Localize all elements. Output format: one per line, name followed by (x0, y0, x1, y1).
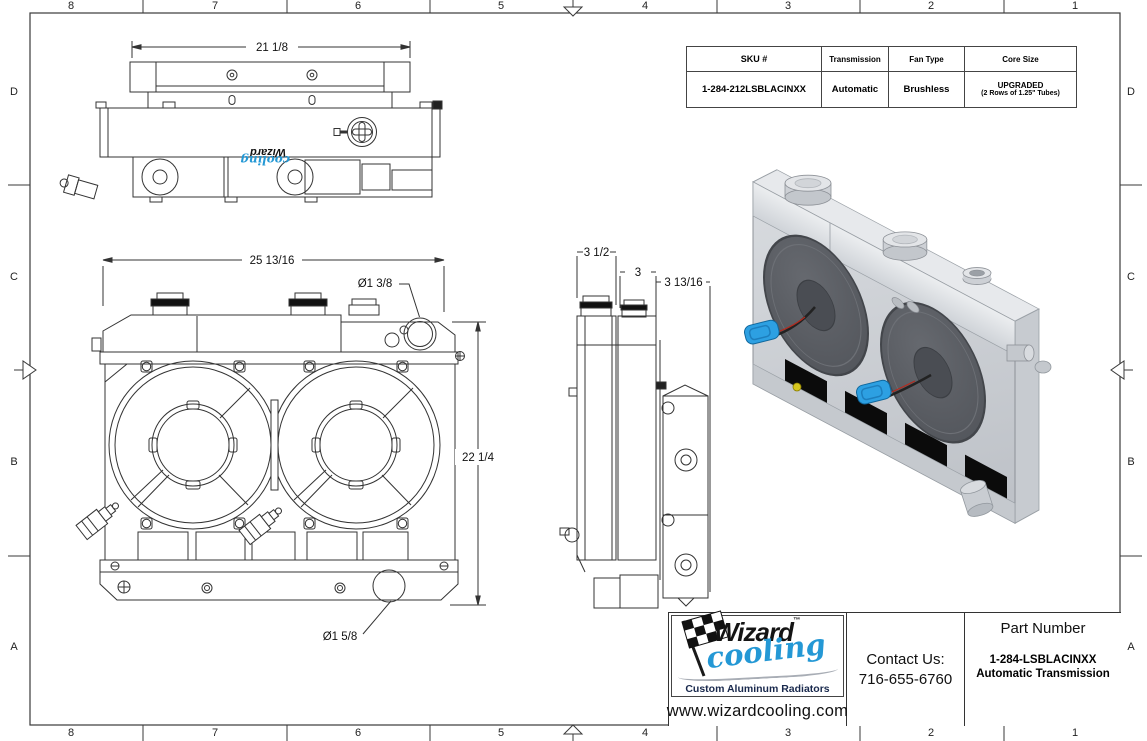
part-number-value: 1-284-LSBLACINXX (989, 654, 1097, 666)
zone-row-right: A (1127, 641, 1135, 653)
zone-row-right: C (1127, 271, 1135, 283)
dim-front-width: 25 13/16 (250, 255, 295, 267)
fan-left-render (763, 234, 869, 377)
side-view-drawing: 3 1/2 3 3 13/16 (559, 247, 711, 609)
spec-header-core-size: Core Size (964, 47, 1076, 71)
spec-value-sku: 1-284-212LSBLACINXX (687, 71, 821, 107)
drain-plug (792, 382, 802, 392)
svg-text:Wizard: Wizard (250, 146, 286, 158)
outlet-tube (960, 480, 994, 517)
zone-col-bottom: 4 (641, 727, 649, 739)
title-block-logo-cell: Wizard™ cooling Custom Aluminum Radiator… (666, 610, 849, 726)
dim-top-width: 21 1/8 (256, 42, 288, 54)
zone-col-top: 6 (354, 0, 362, 12)
part-number-sub: Automatic Transmission (976, 668, 1110, 680)
fan-connector-left (743, 306, 816, 345)
top-view-drawing: 21 1/8 Wizard cooling (59, 41, 443, 203)
filler-neck (962, 267, 992, 285)
fan-connector-right (855, 373, 932, 405)
brand-tagline: Custom Aluminum Radiators (685, 683, 830, 695)
brand-name: Wizard™ (714, 617, 800, 647)
front-view-drawing: 25 13/16 Ø1 3/8 22 1/4 Ø1 5/8 (75, 255, 501, 643)
radiator-cap-left (784, 174, 832, 206)
wizard-cooling-logo: Wizard™ cooling Custom Aluminum Radiator… (671, 610, 844, 697)
inlet-fitting (1006, 344, 1035, 362)
zone-col-bottom: 1 (1071, 727, 1079, 739)
fan-right-render (880, 301, 986, 444)
zone-col-bottom: 2 (927, 727, 935, 739)
zone-col-bottom: 3 (784, 727, 792, 739)
zone-col-top: 1 (1071, 0, 1079, 12)
contact-phone: 716-655-6760 (858, 670, 953, 688)
title-block-part-cell: Part Number 1-284-LSBLACINXX Automatic T… (965, 613, 1121, 726)
spec-table: SKU # Transmission Fan Type Core Size 1-… (686, 46, 1077, 108)
zone-col-top: 2 (927, 0, 935, 12)
zone-row-left: C (10, 271, 18, 283)
radiator-cap-right (882, 231, 928, 261)
iso-render (743, 169, 1052, 525)
brand-logo-top-view: Wizard cooling (240, 146, 290, 167)
zone-row-right: D (1127, 86, 1135, 98)
zone-col-bottom: 6 (354, 727, 362, 739)
zone-col-top: 3 (784, 0, 792, 12)
spec-value-core-size: UPGRADED (2 Rows of 1.25" Tubes) (964, 71, 1076, 107)
spec-header-fan-type: Fan Type (888, 47, 964, 71)
zone-col-bottom: 5 (497, 727, 505, 739)
title-block-contact-cell: Contact Us: 716-655-6760 (847, 613, 965, 726)
dim-inlet-diameter: Ø1 3/8 (358, 278, 393, 290)
zone-row-left: D (10, 86, 18, 98)
radiator-body (752, 169, 1040, 525)
dim-side-core-depth: 3 (635, 267, 641, 279)
zone-row-right: B (1127, 456, 1135, 468)
zone-col-bottom: 7 (211, 727, 219, 739)
dim-side-overall-depth: 3 13/16 (664, 277, 702, 289)
part-number-label: Part Number (1000, 620, 1086, 637)
title-block: Wizard™ cooling Custom Aluminum Radiator… (666, 610, 1121, 726)
zone-col-bottom: 8 (67, 727, 75, 739)
zone-col-top: 7 (211, 0, 219, 12)
zone-col-top: 4 (641, 0, 649, 12)
dim-front-height: 22 1/4 (462, 452, 495, 464)
spec-header-sku: SKU # (740, 54, 768, 64)
zone-col-top: 8 (67, 0, 75, 12)
dim-side-tank-depth: 3 1/2 (584, 247, 610, 259)
checkered-flag-icon (681, 610, 729, 677)
zone-col-top: 5 (497, 0, 505, 12)
side-port (1034, 360, 1052, 374)
spec-value-fan-type: Brushless (888, 71, 964, 107)
contact-label: Contact Us: (866, 650, 945, 668)
zone-row-left: B (10, 456, 18, 468)
zone-row-left: A (10, 641, 18, 653)
spec-value-transmission: Automatic (821, 71, 888, 107)
dim-outlet-diameter: Ø1 5/8 (323, 631, 358, 643)
website-url: www.wizardcooling.com (666, 702, 849, 720)
spec-header-transmission: Transmission (821, 47, 888, 71)
svg-text:cooling: cooling (240, 153, 290, 167)
